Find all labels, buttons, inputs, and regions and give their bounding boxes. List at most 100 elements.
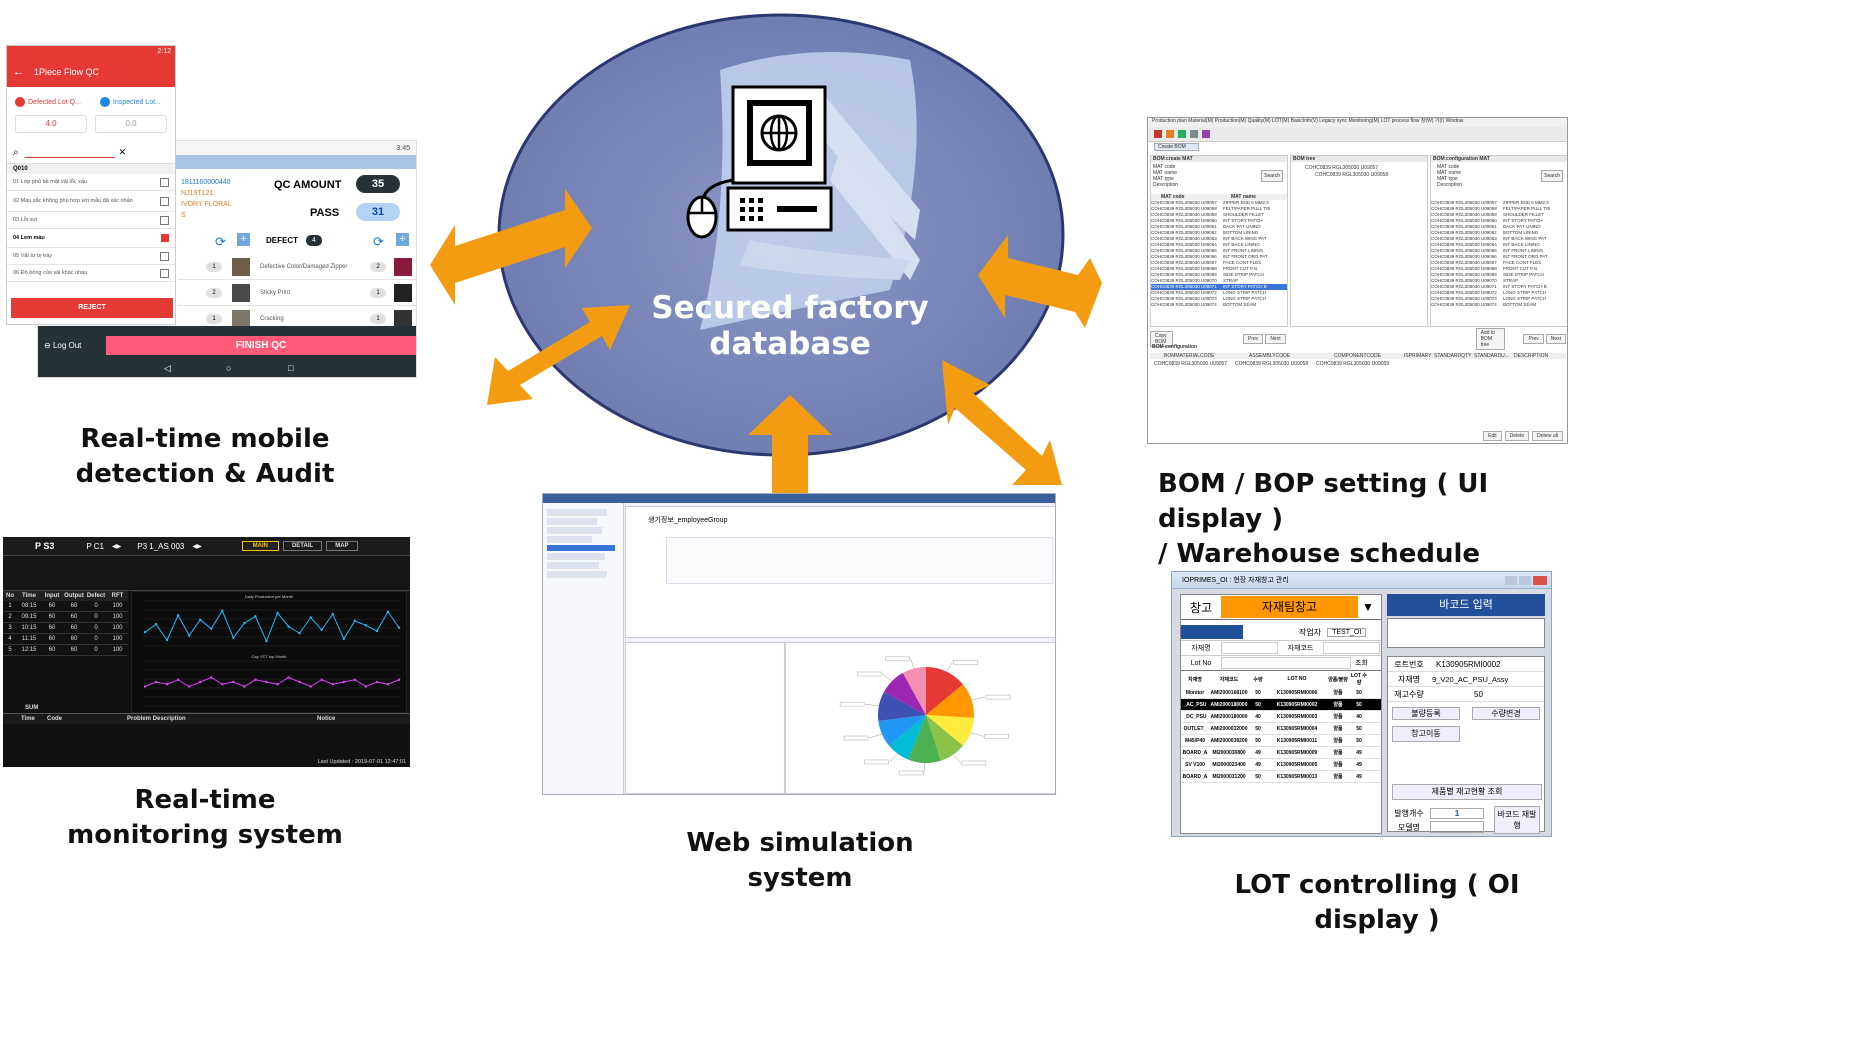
monitor-tab-arrows-icon[interactable]: ◀▶ — [112, 543, 122, 550]
refresh-icon[interactable]: ⟳ — [215, 234, 226, 249]
config-row[interactable]: COHC0839 RGL305030 U09057 COHC0839 RGL30… — [1150, 361, 1566, 367]
qty-change-button[interactable]: 수량변경 — [1472, 706, 1540, 720]
add-icon[interactable]: + — [237, 233, 250, 246]
sidebar-tree-item-selected[interactable] — [547, 545, 615, 551]
lotno-input[interactable] — [1221, 657, 1351, 669]
search-button[interactable]: Search — [1261, 170, 1283, 182]
minimize-icon[interactable] — [1505, 575, 1517, 585]
logout-button[interactable]: ⊖ Log Out — [44, 341, 81, 350]
bom-tab[interactable]: Create BOM — [1154, 143, 1199, 151]
barcode-input-field[interactable] — [1387, 618, 1545, 648]
monitor-main-tab[interactable]: MAIN — [241, 541, 279, 551]
delete-all-button[interactable]: Delete all — [1532, 431, 1563, 441]
refresh-icon-2[interactable]: ⟳ — [373, 234, 384, 249]
config-search-button[interactable]: Search — [1541, 170, 1563, 182]
dropdown-icon[interactable]: ▼ — [1362, 600, 1374, 614]
back-arrow-icon[interactable]: ← — [13, 66, 24, 78]
checklist-item[interactable]: 04 Lem màu — [7, 229, 175, 248]
defect-register-button[interactable]: 불량등록 — [1392, 706, 1460, 720]
checkbox-checked[interactable] — [161, 234, 169, 242]
next-button[interactable]: Next — [1265, 334, 1286, 344]
checklist-item[interactable]: 06 Độ bóng của vải khác nhau — [7, 265, 175, 282]
sidebar-tree-item[interactable] — [547, 562, 599, 569]
maximize-icon[interactable] — [1519, 575, 1531, 585]
toolbar-icon[interactable] — [1202, 130, 1210, 138]
warehouse-select[interactable]: 자재팀창고 — [1221, 596, 1358, 618]
defected-value-box[interactable]: 4.0 — [15, 115, 87, 133]
sidebar-tree-item[interactable] — [547, 536, 592, 543]
checkbox[interactable] — [160, 215, 169, 225]
lot-tab-active[interactable] — [1181, 625, 1243, 639]
sidebar-tree-item[interactable] — [547, 553, 605, 560]
monitor-map-tab[interactable]: MAP — [326, 541, 358, 551]
toolbar-icon[interactable] — [1178, 130, 1186, 138]
prev-button[interactable]: Prev — [1243, 334, 1264, 344]
monitor-tab-line[interactable]: P S3 — [35, 541, 55, 551]
defect-row[interactable]: 1 Defective Color/Damaged Zipper 2 — [178, 254, 416, 280]
toolbar-icon[interactable] — [1190, 130, 1198, 138]
inspected-value-box[interactable]: 0.0 — [95, 115, 167, 133]
sidebar-tree-item[interactable] — [547, 518, 597, 525]
nav-recent-icon[interactable]: □ — [288, 363, 294, 373]
checklist-item[interactable]: 05 Vật tư bị trầy — [7, 248, 175, 265]
close-icon[interactable] — [1533, 575, 1547, 585]
model-input[interactable] — [1430, 821, 1484, 833]
toolbar-icon[interactable] — [1166, 130, 1174, 138]
monitor-tab-process[interactable]: P C1 — [86, 541, 104, 551]
defect-row[interactable]: 2 Sticky Print 1 — [178, 280, 416, 306]
stock-move-button[interactable]: 창고이동 — [1392, 726, 1460, 742]
reissue-button[interactable]: 바코드 재발행 — [1494, 806, 1540, 834]
tree-node-child[interactable]: COHC0839 RGL305030 U09058 — [1315, 172, 1389, 178]
search-icon[interactable]: ⌕ — [13, 146, 19, 158]
tree-node[interactable]: COHC0839 RGL305030 U09057 — [1305, 165, 1379, 171]
finish-qc-button[interactable]: FINISH QC — [106, 336, 416, 355]
checkbox[interactable] — [160, 177, 169, 187]
checkbox[interactable] — [160, 251, 169, 261]
delete-button[interactable]: Delete — [1504, 431, 1530, 441]
reject-button[interactable]: REJECT — [11, 298, 173, 318]
material-input[interactable] — [1221, 642, 1278, 654]
stock-query-button[interactable]: 제품별 재고현황 조회 — [1392, 784, 1542, 800]
nav-home-icon[interactable]: ○ — [226, 363, 232, 373]
search-input[interactable] — [24, 147, 115, 158]
next-button-2[interactable]: Next — [1545, 334, 1566, 344]
checklist-item[interactable]: 02 Màu sắc không phù hợp với mẫu đã xác … — [7, 191, 175, 212]
issue-count-input[interactable]: 1 — [1430, 807, 1484, 819]
sidebar-tree-item[interactable] — [547, 527, 602, 534]
